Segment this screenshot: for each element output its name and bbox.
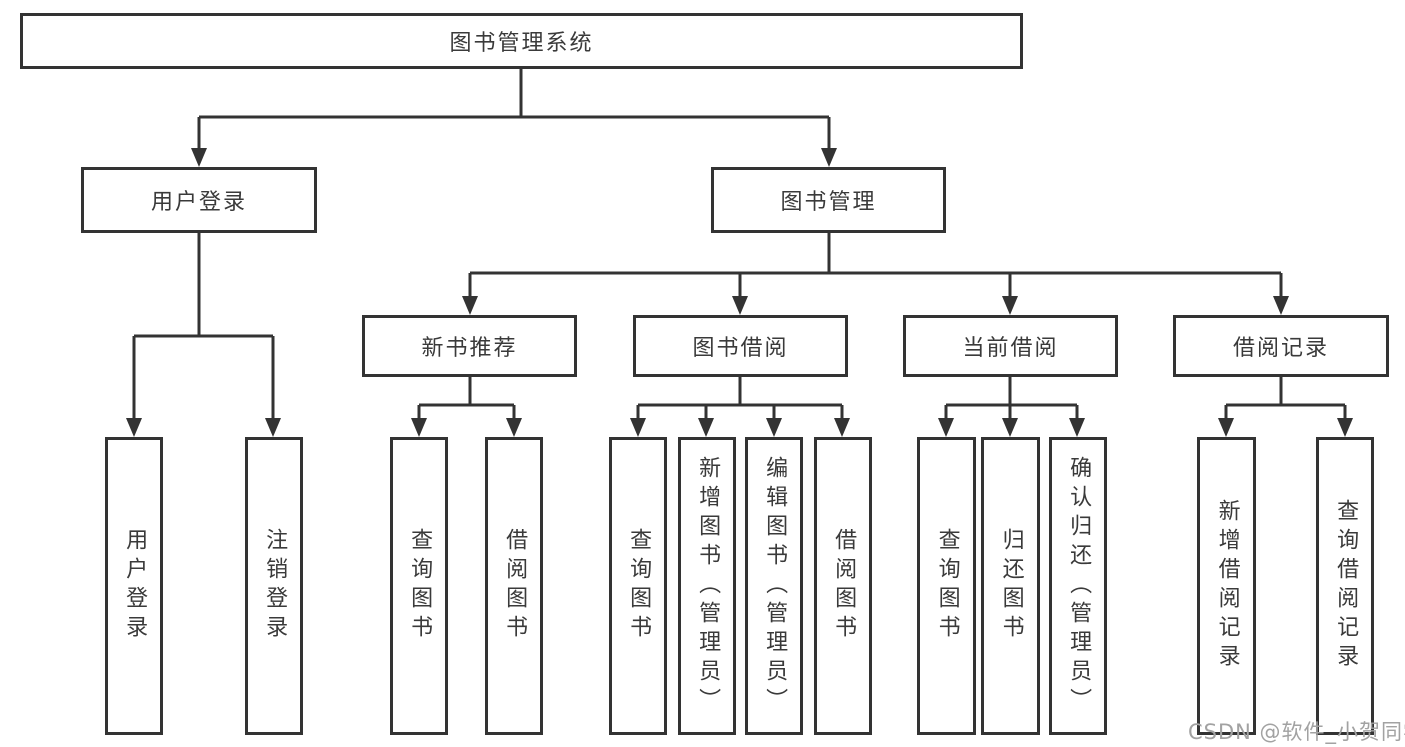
node-borrow-record-label: 借阅记录 xyxy=(1232,336,1329,361)
leaf-query-book-borrow-label: 查询图书 xyxy=(626,528,652,644)
leaf-add-book-admin: 新增图书（管理员） xyxy=(678,437,736,735)
leaf-borrow-book-recommend: 借阅图书 xyxy=(485,437,543,735)
leaf-edit-book-admin-label: 编辑图书（管理员） xyxy=(762,455,788,717)
node-book-management-label: 图书管理 xyxy=(780,190,877,215)
leaf-add-book-admin-label: 新增图书（管理员） xyxy=(695,455,721,717)
leaf-borrow-book: 借阅图书 xyxy=(814,437,872,735)
leaf-confirm-return-admin: 确认归还（管理员） xyxy=(1049,437,1107,735)
leaf-query-book-borrow: 查询图书 xyxy=(609,437,667,735)
leaf-user-login: 用户登录 xyxy=(105,437,163,735)
node-borrow-record: 借阅记录 xyxy=(1173,315,1389,377)
leaf-return-book-label: 归还图书 xyxy=(998,528,1024,644)
node-current-borrow: 当前借阅 xyxy=(903,315,1118,377)
leaf-logout-label: 注销登录 xyxy=(262,528,288,644)
leaf-user-login-label: 用户登录 xyxy=(122,528,148,644)
leaf-borrow-book-label: 借阅图书 xyxy=(831,528,857,644)
csdn-watermark: CSDN @软件_小贺同学 xyxy=(1188,720,1405,744)
leaf-query-borrow-record-label: 查询借阅记录 xyxy=(1333,499,1359,673)
leaf-query-book-recommend-label: 查询图书 xyxy=(407,528,433,644)
leaf-edit-book-admin: 编辑图书（管理员） xyxy=(745,437,803,735)
node-book-borrow-label: 图书借阅 xyxy=(692,336,789,361)
leaf-add-borrow-record-label: 新增借阅记录 xyxy=(1214,499,1240,673)
leaf-confirm-return-admin-label: 确认归还（管理员） xyxy=(1066,455,1092,717)
node-new-book-recommend: 新书推荐 xyxy=(362,315,577,377)
leaf-add-borrow-record: 新增借阅记录 xyxy=(1197,437,1256,735)
node-book-borrow: 图书借阅 xyxy=(633,315,848,377)
node-book-management: 图书管理 xyxy=(711,167,946,233)
leaf-query-book-recommend: 查询图书 xyxy=(390,437,448,735)
leaf-borrow-book-recommend-label: 借阅图书 xyxy=(502,528,528,644)
node-new-book-recommend-label: 新书推荐 xyxy=(421,336,518,361)
node-library-management-system-label: 图书管理系统 xyxy=(449,31,594,56)
leaf-query-book-current: 查询图书 xyxy=(917,437,976,735)
leaf-query-borrow-record: 查询借阅记录 xyxy=(1316,437,1374,735)
leaf-query-book-current-label: 查询图书 xyxy=(934,528,960,644)
node-user-login: 用户登录 xyxy=(81,167,317,233)
node-library-management-system: 图书管理系统 xyxy=(20,13,1023,69)
node-user-login-label: 用户登录 xyxy=(150,190,247,215)
leaf-logout: 注销登录 xyxy=(245,437,303,735)
node-current-borrow-label: 当前借阅 xyxy=(962,336,1059,361)
leaf-return-book: 归还图书 xyxy=(981,437,1040,735)
